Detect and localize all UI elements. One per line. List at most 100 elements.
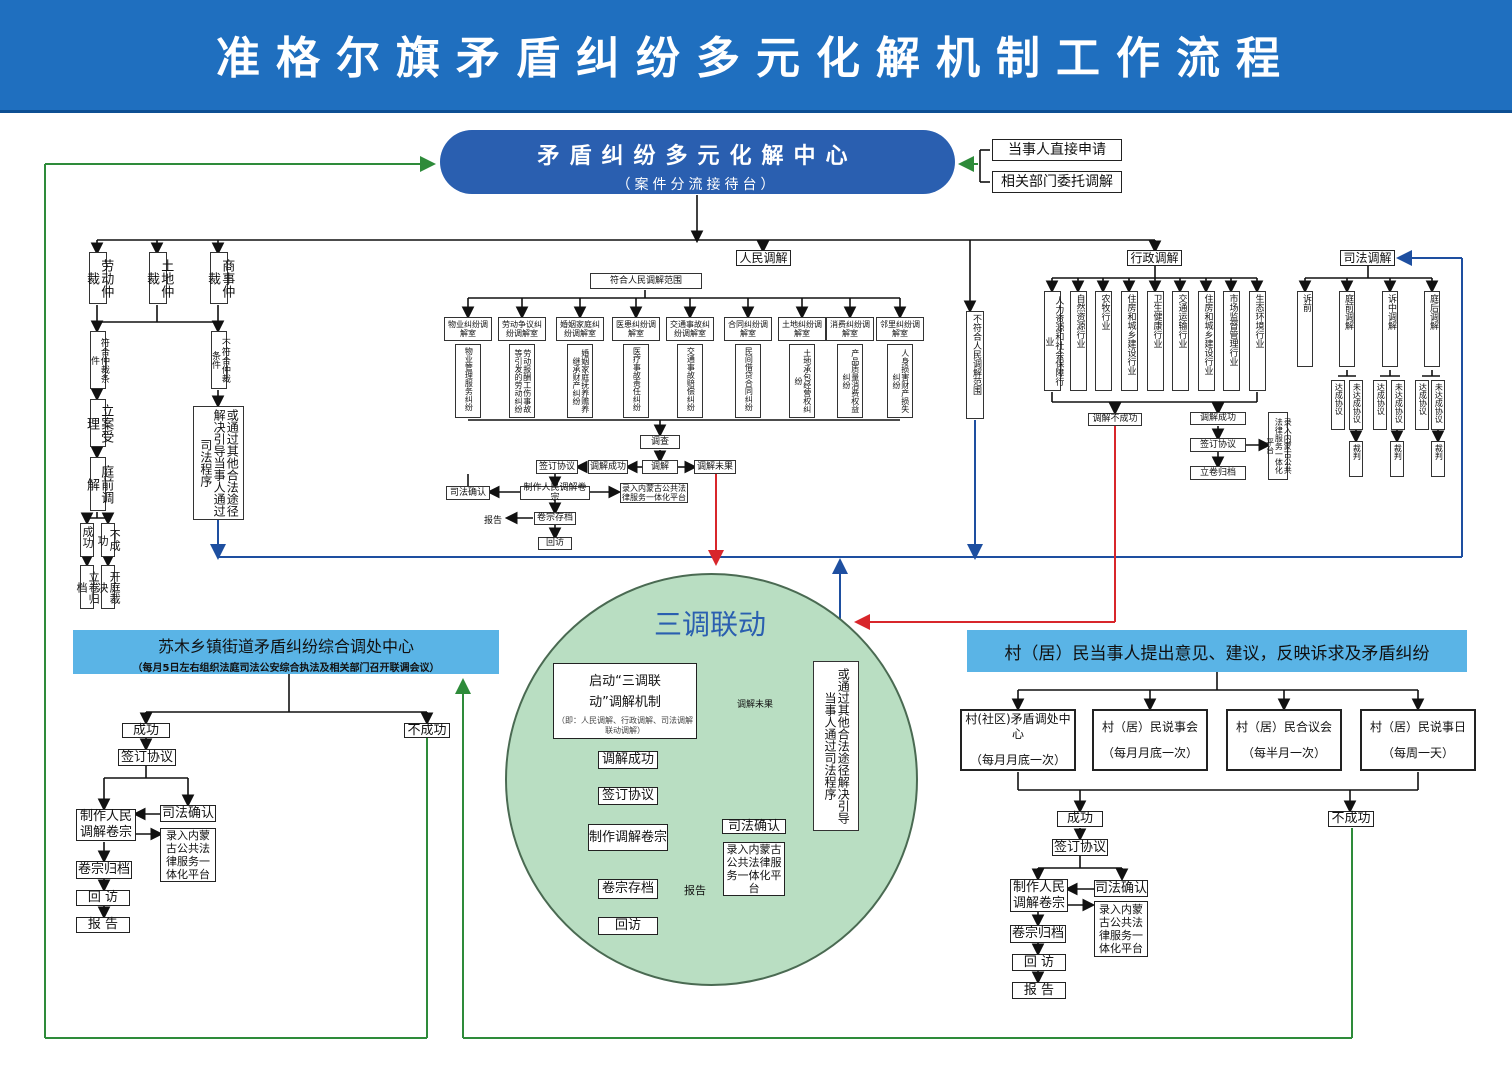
linkage-visit: 回访 xyxy=(598,917,658,935)
arb-trial: 开庭裁决 xyxy=(96,565,121,609)
linkage-judicial: 司法确认 xyxy=(722,819,786,834)
village-item-0: 村(社区)矛盾调处中心 （每月月底一次） xyxy=(960,709,1076,771)
mediation-room-desc-6: 土地承包经营权纠纷 xyxy=(789,344,815,418)
township-title: 苏木乡镇街道矛盾纠纷综合调处中心 xyxy=(157,637,414,656)
township-archive: 卷宗归档 xyxy=(76,861,132,879)
judicial-notreach-2: 未达成协议 xyxy=(1391,380,1405,430)
judicial-verdict-2: 裁判 xyxy=(1390,441,1404,477)
commerce-arbitration: 商事仲裁 xyxy=(205,252,234,304)
resolution-center: 矛盾纠纷多元化解中心 （案件分流接待台） xyxy=(440,130,955,194)
admin-success: 调解成功 xyxy=(1190,412,1246,425)
meets-arbitration: 符合仲裁条件 xyxy=(89,331,109,389)
village-item-0-name: 村(社区)矛盾调处中心 xyxy=(965,712,1071,741)
people-committee: 符合人民调解范围 xyxy=(590,273,702,289)
township-success: 成功 xyxy=(122,723,170,738)
township-subtitle: （每月5日左右组织法庭司法公安综合执法及相关部门召开联调会议） xyxy=(132,663,440,674)
land-arbitration: 土地仲裁 xyxy=(144,252,173,304)
linkage-report: 报告 xyxy=(684,884,706,897)
people-visit: 回访 xyxy=(538,537,572,550)
judicial-item-1: 庭前调解 xyxy=(1339,291,1355,367)
judicial-reach-1: 达成协议 xyxy=(1331,380,1345,430)
people-investigate: 调查 xyxy=(640,435,680,449)
village-item-3-name: 村（居）民说事日 xyxy=(1369,719,1466,734)
admin-fail: 调解不成功 xyxy=(1088,413,1142,426)
direct-apply-box: 当事人直接申请 xyxy=(992,139,1122,161)
village-report: 报 告 xyxy=(1012,982,1066,999)
township-platform: 录入内蒙古公共法律服务一体化平台 xyxy=(160,828,216,882)
village-item-3-freq: （每周一天） xyxy=(1381,746,1454,760)
linkage-note: （即：人民调解、行政调解、司法调解联动调解） xyxy=(557,715,693,735)
village-item-2: 村（居）民合议会 （每半月一次） xyxy=(1226,709,1342,771)
mediation-room-desc-2: 婚姻家庭抚养赡养继承财产纠纷 xyxy=(567,344,593,418)
village-item-0-freq: （每月月底一次） xyxy=(969,753,1066,768)
admin-dept-6: 住房和城乡建设行业 xyxy=(1198,291,1215,391)
village-fail: 不成功 xyxy=(1328,811,1374,827)
people-not-meet: 不符合人民调解范围 xyxy=(966,311,984,419)
mediation-room-6: 土地纠纷调解室 xyxy=(778,317,826,341)
linkage-guide: 或通过其他合法途径解决引导当事人通过司法程序 xyxy=(813,661,859,831)
judicial-item-2: 诉中调解 xyxy=(1382,291,1398,367)
admin-sign: 签订协议 xyxy=(1190,438,1246,452)
admin-dept-5: 交通运输行业 xyxy=(1172,291,1189,391)
mediation-room-desc-1: 劳动报酬工伤事故等引发的劳动纠纷 xyxy=(509,344,535,418)
arb-archive: 立卷归档 xyxy=(75,565,100,609)
entrust-box: 相关部门委托调解 xyxy=(992,171,1122,193)
township-report: 报 告 xyxy=(76,917,130,933)
judicial-notreach-1: 未达成协议 xyxy=(1349,380,1363,430)
mediation-room-desc-4: 交通事故赔偿纠纷 xyxy=(677,344,703,418)
township-dossier: 制作人民调解卷宗 xyxy=(76,809,136,841)
mediation-room-desc-7: 产品质量消费权益纠纷 xyxy=(837,344,863,418)
people-sign: 签订协议 xyxy=(536,460,578,474)
people-mediation: 调解 xyxy=(642,460,678,474)
township-judicial: 司法确认 xyxy=(160,805,216,822)
arb-guide: 或通过其他合法途径解决引导当事人通过司法程序 xyxy=(193,406,244,520)
village-judicial: 司法确认 xyxy=(1094,880,1148,897)
township-sign: 签订协议 xyxy=(118,749,176,766)
village-sign: 签订协议 xyxy=(1052,839,1108,856)
admin-dept-0: 人力资源和社会保障行业 xyxy=(1044,291,1063,391)
not-meet-arbitration: 不符合仲裁条件 xyxy=(210,331,230,389)
village-header: 村（居）民当事人提出意见、建议，反映诉求及矛盾纠纷 xyxy=(967,630,1467,672)
admin-dept-3: 住房和城乡建设行业 xyxy=(1121,291,1138,391)
judicial-verdict-3: 裁判 xyxy=(1431,441,1445,477)
mediation-room-desc-5: 民间借贷合同纠纷 xyxy=(735,344,761,418)
village-success: 成功 xyxy=(1057,811,1103,827)
village-item-2-name: 村（居）民合议会 xyxy=(1235,719,1332,734)
mediation-room-4: 交通事故纠纷调解室 xyxy=(666,317,714,341)
village-item-3: 村（居）民说事日 （每周一天） xyxy=(1360,709,1476,771)
page-title: 准格尔旗矛盾纠纷多元化解机制工作流程 xyxy=(216,33,1296,84)
linkage-sign: 签订协议 xyxy=(598,787,658,805)
people-judicial: 司法确认 xyxy=(446,486,490,500)
admin-dept-8: 生态环境行业 xyxy=(1249,291,1266,391)
village-dossier: 制作人民调解卷宗 xyxy=(1010,879,1068,912)
judicial-verdict-1: 裁判 xyxy=(1349,441,1363,477)
village-item-1-name: 村（居）民说事会 xyxy=(1101,719,1198,734)
admin-dept-2: 农牧行业 xyxy=(1095,291,1112,391)
people-success: 调解成功 xyxy=(588,460,628,474)
linkage-start: 启动“三调联动”调解机制 （即：人民调解、行政调解、司法调解联动调解） xyxy=(553,663,697,739)
mediation-room-7: 消费纠纷调解室 xyxy=(826,317,874,341)
linkage-dossier: 制作调解卷宗 xyxy=(588,824,668,851)
arb-success: 成功 xyxy=(80,523,94,557)
township-fail: 不成功 xyxy=(404,723,450,738)
admin-dept-7: 市场监督管理行业 xyxy=(1223,291,1240,391)
mediation-room-3: 医患纠纷调解室 xyxy=(612,317,660,341)
mediation-room-8: 邻里纠纷调解室 xyxy=(876,317,924,341)
judicial-reach-3: 达成协议 xyxy=(1415,380,1429,430)
village-item-2-freq: （每半月一次） xyxy=(1241,746,1326,760)
people-platform: 录入内蒙古公共法律服务一体化平台 xyxy=(620,483,688,503)
village-item-1: 村（居）民说事会 （每月月底一次） xyxy=(1092,709,1208,771)
linkage-platform: 录入内蒙古公共法律服务一体化平台 xyxy=(723,842,785,896)
township-header: 苏木乡镇街道矛盾纠纷综合调处中心 （每月5日左右组织法庭司法公安综合执法及相关部… xyxy=(73,630,499,674)
admin-archive: 立卷归档 xyxy=(1190,466,1246,480)
township-visit: 回 访 xyxy=(76,890,130,906)
linkage-unsuccessful: 调解未果 xyxy=(737,700,774,710)
mediation-room-5: 合同纠纷调解室 xyxy=(724,317,772,341)
village-visit: 回 访 xyxy=(1012,954,1066,971)
mediation-room-1: 劳动争议纠纷调解室 xyxy=(498,317,546,341)
village-platform: 录入内蒙古公共法律服务一体化平台 xyxy=(1094,901,1148,957)
judicial-reach-2: 达成协议 xyxy=(1373,380,1387,430)
judicial-item-3: 庭后调解 xyxy=(1424,291,1440,367)
arb-fail: 不成功 xyxy=(96,523,121,557)
